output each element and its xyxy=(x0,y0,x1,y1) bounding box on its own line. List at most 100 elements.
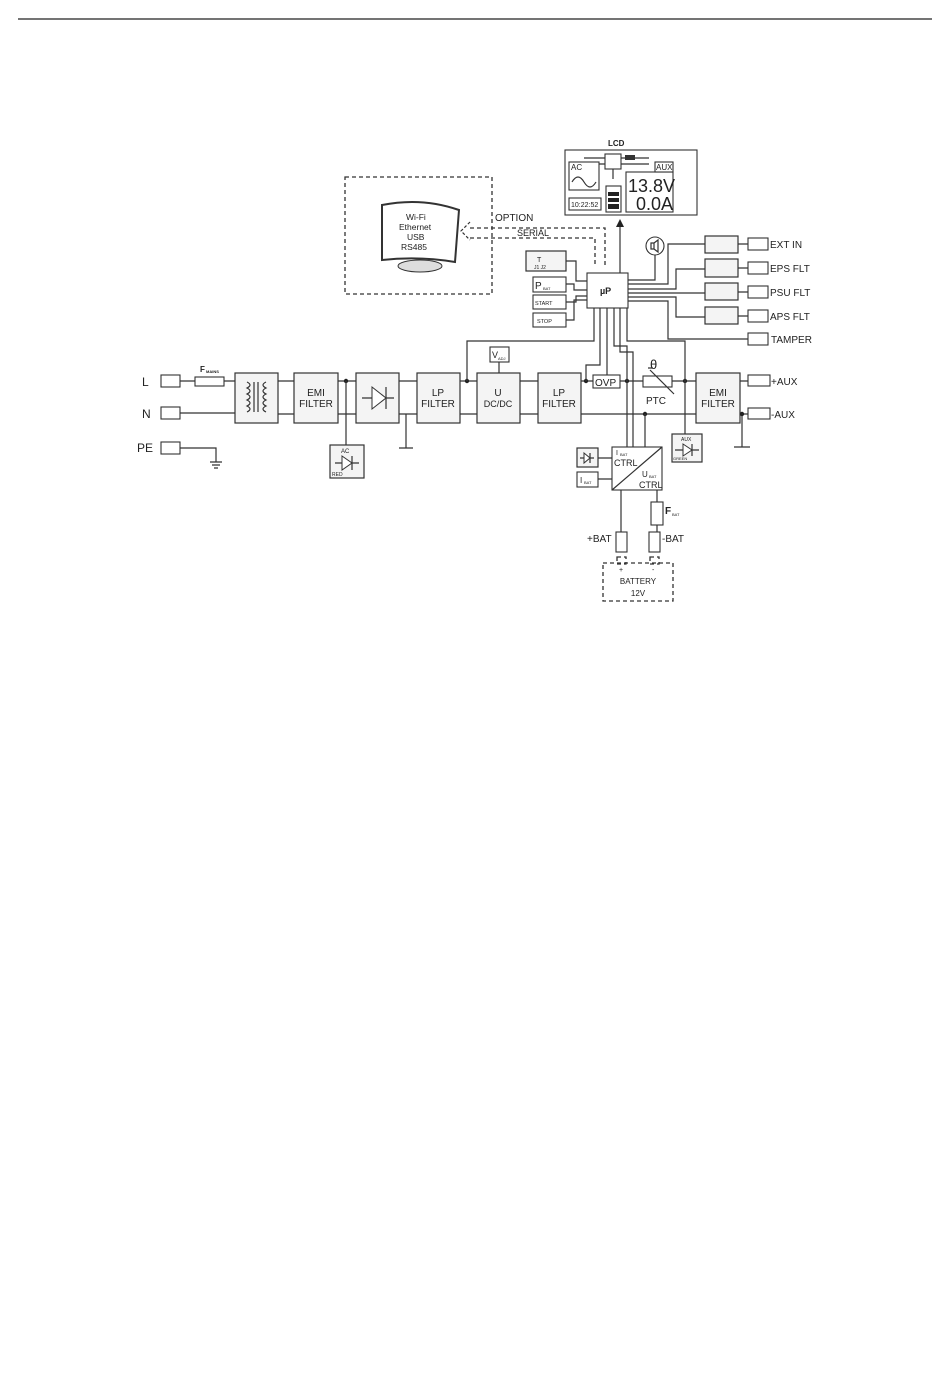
diagram-shape xyxy=(345,308,686,449)
diagram-shape xyxy=(704,282,739,301)
diagram-shape xyxy=(537,372,582,424)
diagram-shape xyxy=(625,155,635,160)
diagram-label: EMI xyxy=(307,388,325,399)
diagram-shape xyxy=(650,238,659,254)
diagram-shape xyxy=(747,309,769,323)
diagram-label: FILTER xyxy=(542,399,576,410)
diagram-shape xyxy=(329,444,365,479)
diagram-shape xyxy=(747,285,769,299)
diagram-label: BAT xyxy=(620,452,628,457)
diagram-shape xyxy=(293,372,339,424)
diagram-label: PTC xyxy=(646,396,666,407)
diagram-shape xyxy=(568,197,602,211)
diagram-shape xyxy=(470,227,606,268)
diagram-label: U xyxy=(494,388,501,399)
diagram-label: U xyxy=(642,470,648,479)
diagram-label: µP xyxy=(600,286,611,296)
diagram-label: OVP xyxy=(595,378,616,389)
rectifier xyxy=(355,372,400,424)
diagram-shape xyxy=(704,258,739,278)
diagram-shape xyxy=(602,562,674,602)
diagram-shape xyxy=(739,411,745,417)
diagram-shape xyxy=(234,372,279,424)
diagram-shape xyxy=(625,171,674,213)
diagram-label: MAINS xyxy=(206,369,219,374)
diagram-shape xyxy=(583,451,591,465)
dcdc-converter: U DC/DC V ADJ xyxy=(476,346,521,424)
diagram-shape xyxy=(608,198,619,202)
transformer xyxy=(234,372,279,424)
io-tamper: TAMPER xyxy=(771,335,812,346)
diagram-label: FILTER xyxy=(299,399,333,410)
diagram-shape xyxy=(608,192,619,196)
diagram-shape xyxy=(576,471,599,488)
battery-controller: I BAT CTRL U BAT CTRL I BAT xyxy=(576,446,663,491)
diagram-label: 10:22:52 xyxy=(571,202,598,209)
diagram-label: SERIAL xyxy=(517,228,549,238)
diagram-label: AUX xyxy=(656,163,673,172)
diagram-shape xyxy=(476,372,521,424)
ovp: OVP xyxy=(592,374,621,389)
diagram-label: LP xyxy=(553,388,566,399)
mains-input: L N PE F MAINS xyxy=(137,365,235,469)
diagram-shape xyxy=(571,176,597,188)
ptc: θ PTC xyxy=(642,357,675,407)
diagram-label: AC xyxy=(341,449,350,455)
diagram-label: J1 J2 xyxy=(534,265,546,271)
diagram-shape xyxy=(620,490,658,532)
diagram-shape xyxy=(645,236,665,256)
diagram-shape xyxy=(747,332,769,346)
diagram-label: AC xyxy=(571,163,582,172)
diagram-shape xyxy=(416,372,461,424)
diagram-label: CTRL xyxy=(614,458,638,468)
diagram-shape xyxy=(604,153,622,170)
diagram-label: F xyxy=(200,365,205,374)
diagram-label: START xyxy=(535,301,553,307)
diagram-shape xyxy=(654,161,674,173)
diagram-label: RS485 xyxy=(401,242,427,252)
diagram-shape xyxy=(566,260,587,321)
diagram-label: BAT xyxy=(584,480,592,485)
diagram-label: AUX xyxy=(681,437,692,443)
diagram-label: T xyxy=(537,257,542,264)
diagram-shape xyxy=(747,407,771,420)
battery-connection: F BAT +BAT -BAT + - BATTERY 12V xyxy=(587,490,684,602)
diagram-shape xyxy=(381,201,461,264)
emi-filter-input: EMI FILTER xyxy=(293,372,339,424)
lcd-panel: LCD AC 10:22:52 AUX 13.8V 0.0A xyxy=(564,139,698,216)
diagram-shape xyxy=(160,441,181,455)
diagram-label: V xyxy=(492,350,498,360)
diagram-label: OPTION xyxy=(495,213,533,224)
diagram-shape xyxy=(397,259,443,273)
io-section: EXT IN EPS FLT PSU FLT APS FLT TAMPER xyxy=(704,235,812,346)
diagram-label: FILTER xyxy=(421,399,455,410)
diagram-label: USB xyxy=(407,232,425,242)
diagram-shape xyxy=(747,237,769,251)
diagram-label: BAT xyxy=(543,286,551,291)
diagram-shape xyxy=(341,455,353,471)
diagram-shape xyxy=(734,414,750,448)
io-aps-flt: APS FLT xyxy=(770,312,810,323)
diagram-label: LCD xyxy=(608,139,625,148)
diagram-label: RED xyxy=(332,472,343,478)
diagram-shape xyxy=(194,376,225,387)
diagram-label: θ xyxy=(650,357,657,372)
diagram-label: - xyxy=(652,567,655,574)
microcontroller: µP T J1 J2 P BAT START STOP xyxy=(525,219,748,340)
diagram-label: I xyxy=(580,476,582,485)
diagram-label: PE xyxy=(137,441,153,455)
diagram-shape xyxy=(649,556,660,565)
diagram-label: CTRL xyxy=(639,480,663,490)
diagram-label: STOP xyxy=(537,319,552,325)
diagram-label: P xyxy=(535,281,542,292)
diagram-shape xyxy=(682,443,693,457)
diagram-label: Wi-Fi xyxy=(406,212,426,222)
diagram-shape xyxy=(616,556,627,565)
emi-filter-output: EMI FILTER xyxy=(695,372,741,424)
diagram-label: F xyxy=(665,506,671,517)
diagram-label: Ethernet xyxy=(399,222,432,232)
diagram-label: ADJ xyxy=(498,356,506,361)
diagram-shape xyxy=(671,433,703,463)
io-psu-flt: PSU FLT xyxy=(770,288,810,299)
diagram-label: + xyxy=(619,567,623,574)
